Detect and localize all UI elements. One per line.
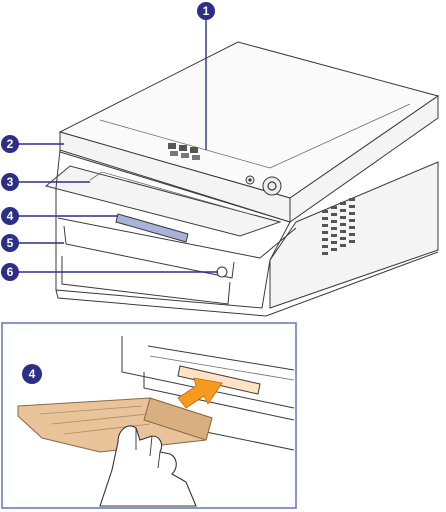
scanner-lid-right-edge bbox=[289, 95, 439, 223]
callout-3-number: 3 bbox=[7, 175, 14, 189]
callout-4-number: 4 bbox=[7, 209, 14, 223]
vent-slot bbox=[322, 224, 328, 227]
insert-arrow-icon bbox=[177, 377, 223, 409]
vent-slot bbox=[349, 219, 355, 222]
tray-handle bbox=[216, 266, 228, 278]
inset-detail bbox=[1, 322, 297, 509]
vent-slot bbox=[340, 223, 346, 226]
power-button-icon bbox=[262, 176, 282, 196]
inset-tray-line bbox=[143, 372, 295, 421]
vent-slot bbox=[340, 216, 346, 219]
callout-6: 6 bbox=[1, 263, 19, 281]
callout-2: 2 bbox=[1, 135, 19, 153]
output-slot bbox=[115, 213, 189, 243]
lid-panel-line bbox=[99, 103, 411, 169]
vent-slot bbox=[340, 209, 346, 212]
callout-1-number: 1 bbox=[203, 4, 210, 18]
vent-slot bbox=[322, 245, 328, 248]
vent-slot bbox=[331, 220, 337, 223]
vent-slot bbox=[322, 217, 328, 220]
inset-callout-4: 4 bbox=[22, 364, 42, 384]
inset-frame bbox=[1, 322, 297, 509]
vent-slot bbox=[322, 210, 328, 213]
manual-tray bbox=[63, 225, 235, 279]
scanner-lid bbox=[58, 41, 440, 199]
vent-slot bbox=[349, 205, 355, 208]
vent-slot bbox=[349, 233, 355, 236]
inset-printer-ledge bbox=[147, 345, 295, 371]
inset-lower-line bbox=[205, 431, 295, 451]
callout-4: 4 bbox=[1, 207, 19, 225]
vent-slot bbox=[331, 227, 337, 230]
inset-output-slot bbox=[177, 365, 261, 395]
printer-base bbox=[55, 251, 439, 317]
inset-printer-body bbox=[121, 336, 295, 409]
hand-finger-lines bbox=[135, 428, 161, 469]
callout-5-number: 5 bbox=[7, 236, 14, 250]
output-support-tray-edge bbox=[143, 397, 213, 441]
leader-lines bbox=[16, 18, 218, 273]
callout-6-number: 6 bbox=[7, 265, 14, 279]
inset-callout-4-number: 4 bbox=[29, 367, 36, 381]
callout-3: 3 bbox=[1, 173, 19, 191]
vent-slot bbox=[331, 206, 337, 209]
callout-5: 5 bbox=[1, 234, 19, 252]
copy-button-icon bbox=[245, 175, 255, 185]
paper-tray bbox=[61, 256, 231, 305]
vent-slot bbox=[322, 252, 328, 255]
vent-slot bbox=[331, 241, 337, 244]
output-support bbox=[44, 165, 282, 237]
inset-printer-ledge-2 bbox=[149, 355, 295, 381]
vent-slot bbox=[349, 226, 355, 229]
printer-illustration bbox=[44, 41, 440, 317]
callout-1: 1 bbox=[197, 2, 215, 20]
tray-ribs bbox=[39, 405, 151, 435]
vent-slot bbox=[331, 213, 337, 216]
hand-icon bbox=[99, 425, 197, 507]
front-ledge bbox=[57, 217, 297, 259]
vent-slot bbox=[349, 212, 355, 215]
callout-2-number: 2 bbox=[7, 137, 14, 151]
vent-slot bbox=[340, 237, 346, 240]
vent-slot bbox=[340, 244, 346, 247]
vent-slot bbox=[349, 198, 355, 201]
vent-slot bbox=[322, 238, 328, 241]
control-panel-display bbox=[168, 143, 200, 160]
vent-slot bbox=[340, 230, 346, 233]
vent-slot bbox=[349, 240, 355, 243]
vent-grille bbox=[322, 198, 355, 255]
vent-slot bbox=[331, 248, 337, 251]
vent-slot bbox=[331, 234, 337, 237]
vent-slot bbox=[322, 231, 328, 234]
vent-slot bbox=[340, 202, 346, 205]
output-tray-recess bbox=[89, 171, 251, 215]
